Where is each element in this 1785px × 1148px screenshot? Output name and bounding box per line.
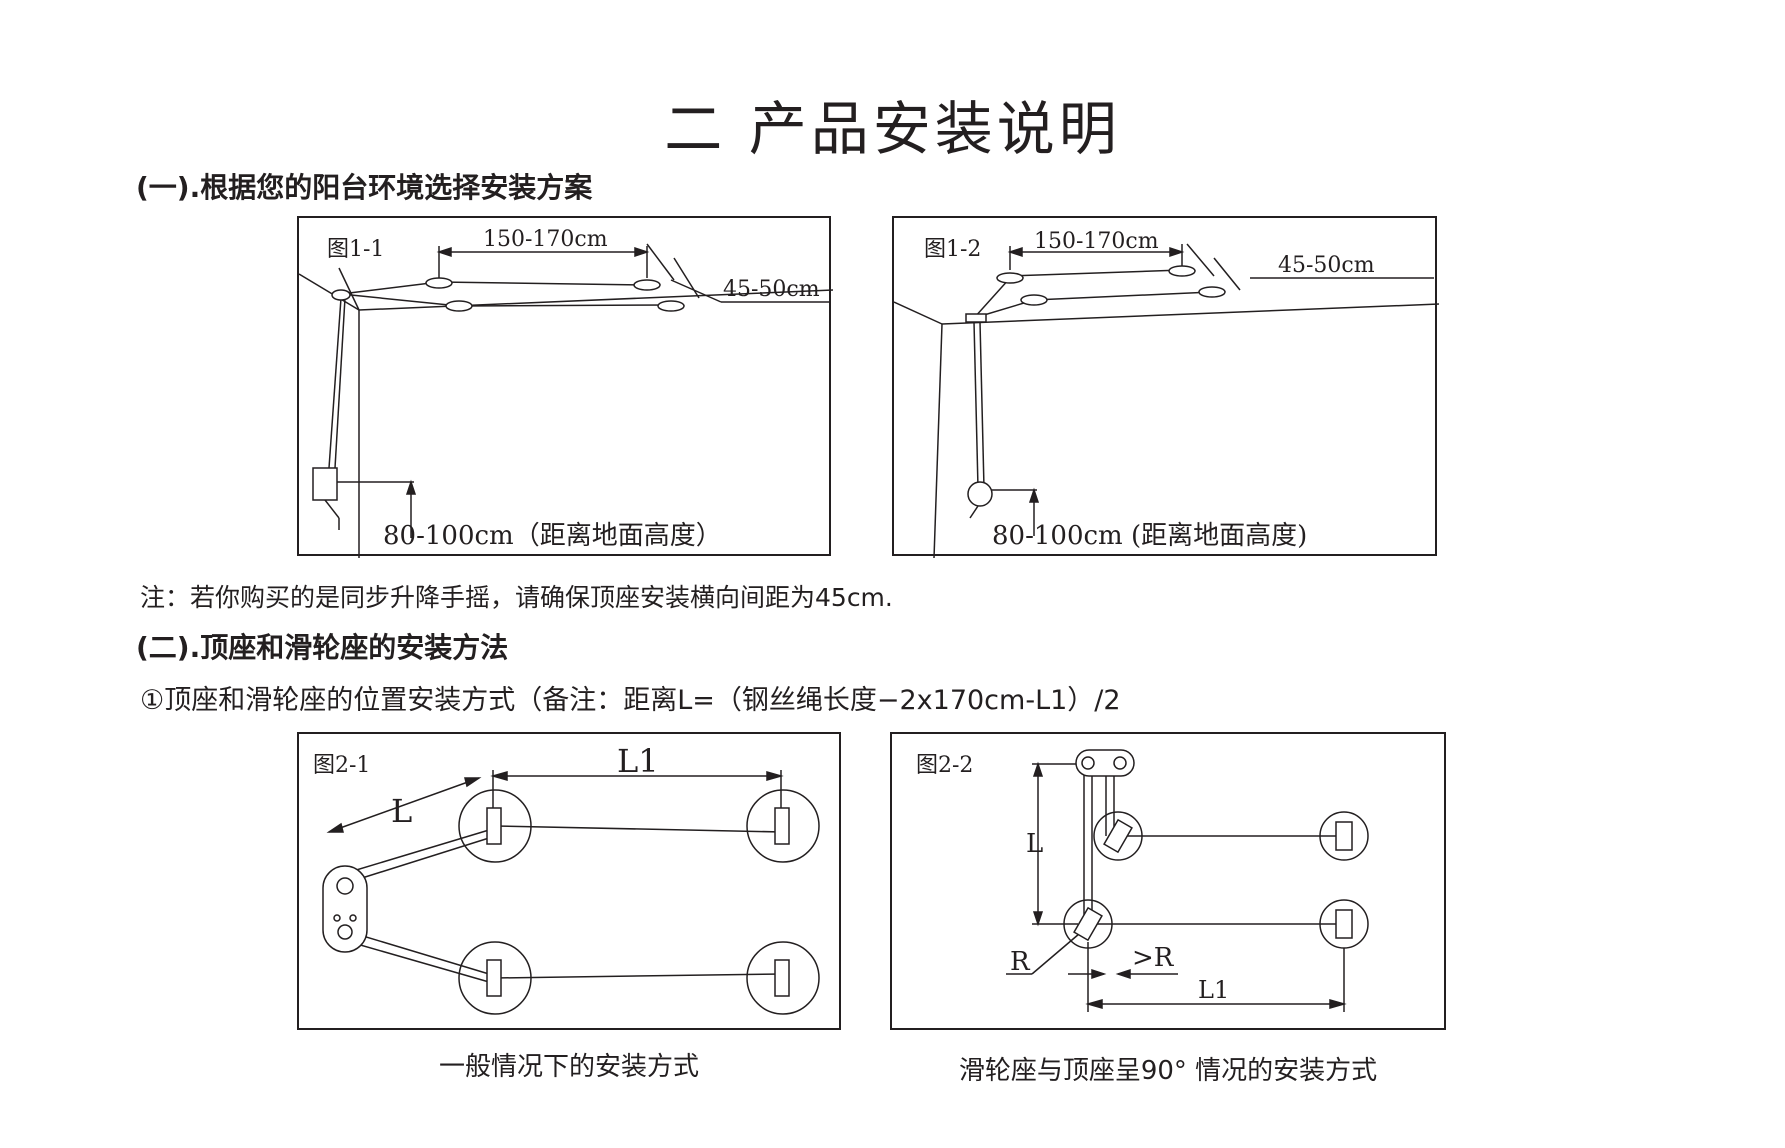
figure-2-1: 图2-1 L1 L	[297, 732, 841, 1030]
figure-1-1-height: 80-100cm（距离地面高度）	[383, 521, 722, 551]
figure-2-2-label: 图2-2	[916, 753, 973, 778]
figure-2-2-drawing: 图2-2 L R >R L1	[916, 749, 1369, 1012]
figure-1-1-gap: 45-50cm	[723, 277, 820, 302]
figure-1-2-gap: 45-50cm	[1278, 253, 1375, 278]
figure-2-1-drawing: 图2-1 L1 L	[313, 742, 820, 1015]
figure-1-2-span: 150-170cm	[1034, 229, 1159, 254]
figure-1-2-drawing: 图1-2 150-170cm 45-50cm 80-100cm (距离地面高度)	[894, 229, 1439, 558]
figure-1-1: 图1-1 150-170cm 45-50cm 80-100cm（距离地面高度）	[297, 216, 833, 558]
figure-2-2-gt-r: >R	[1132, 943, 1175, 973]
figure-2-2-l: L	[1026, 829, 1043, 859]
figure-2-2: 图2-2 L R >R L1	[890, 732, 1446, 1030]
install-note: 注：若你购买的是同步升降手摇，请确保顶座安装横向间距为45cm.	[140, 583, 893, 612]
figure-2-2-r: R	[1010, 947, 1031, 977]
figure-2-1-l1: L1	[617, 742, 659, 780]
figure-1-2-height: 80-100cm (距离地面高度)	[992, 521, 1307, 551]
figure-1-1-drawing: 图1-1 150-170cm 45-50cm 80-100cm（距离地面高度）	[299, 227, 833, 558]
figure-2-1-caption: 一般情况下的安装方式	[438, 1052, 699, 1082]
section1-heading: (一).根据您的阳台环境选择安装方案	[136, 171, 593, 204]
section2-heading: (二).顶座和滑轮座的安装方法	[136, 631, 509, 664]
figure-1-1-label: 图1-1	[327, 237, 384, 262]
step-1-text: ①顶座和滑轮座的位置安装方式（备注：距离L=（钢丝绳长度−2x170cm-L1）…	[140, 685, 1121, 716]
figure-2-2-l1: L1	[1198, 976, 1229, 1004]
figure-2-1-l: L	[391, 792, 412, 830]
figure-1-1-span: 150-170cm	[483, 227, 608, 252]
figure-1-2-label: 图1-2	[924, 237, 981, 262]
figure-2-2-caption: 滑轮座与顶座呈90° 情况的安装方式	[958, 1056, 1378, 1086]
page-title: 二 产品安装说明	[664, 95, 1121, 163]
figure-1-2: 图1-2 150-170cm 45-50cm 80-100cm (距离地面高度)	[892, 216, 1439, 558]
figure-2-1-label: 图2-1	[313, 753, 370, 778]
